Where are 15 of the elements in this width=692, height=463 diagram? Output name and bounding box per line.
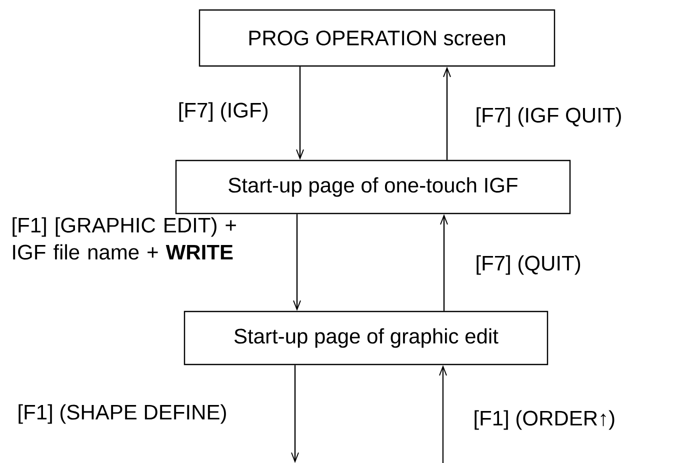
arrow — [296, 66, 304, 160]
edge-label: [F1] [GRAPHIC EDIT) + IGF file name + WRITE — [12, 217, 236, 260]
edge-label: [F1] (ORDER↑) — [474, 410, 614, 430]
edge-label: [F7] (IGF QUIT) — [476, 107, 621, 127]
process-box: Start-up page of one-touch IGF — [175, 160, 571, 214]
process-box: Start-up page of graphic edit — [184, 310, 548, 366]
arrow — [291, 365, 299, 463]
edge-label: [F7] (IGF) — [179, 102, 268, 122]
arrow — [440, 214, 448, 311]
arrow — [439, 365, 447, 463]
arrow — [293, 214, 301, 311]
edge-label: [F7] (QUIT) — [476, 255, 580, 275]
arrow — [443, 66, 451, 160]
process-box: PROG OPERATION screen — [198, 9, 556, 67]
edge-label: [F1] (SHAPE DEFINE) — [18, 404, 226, 424]
